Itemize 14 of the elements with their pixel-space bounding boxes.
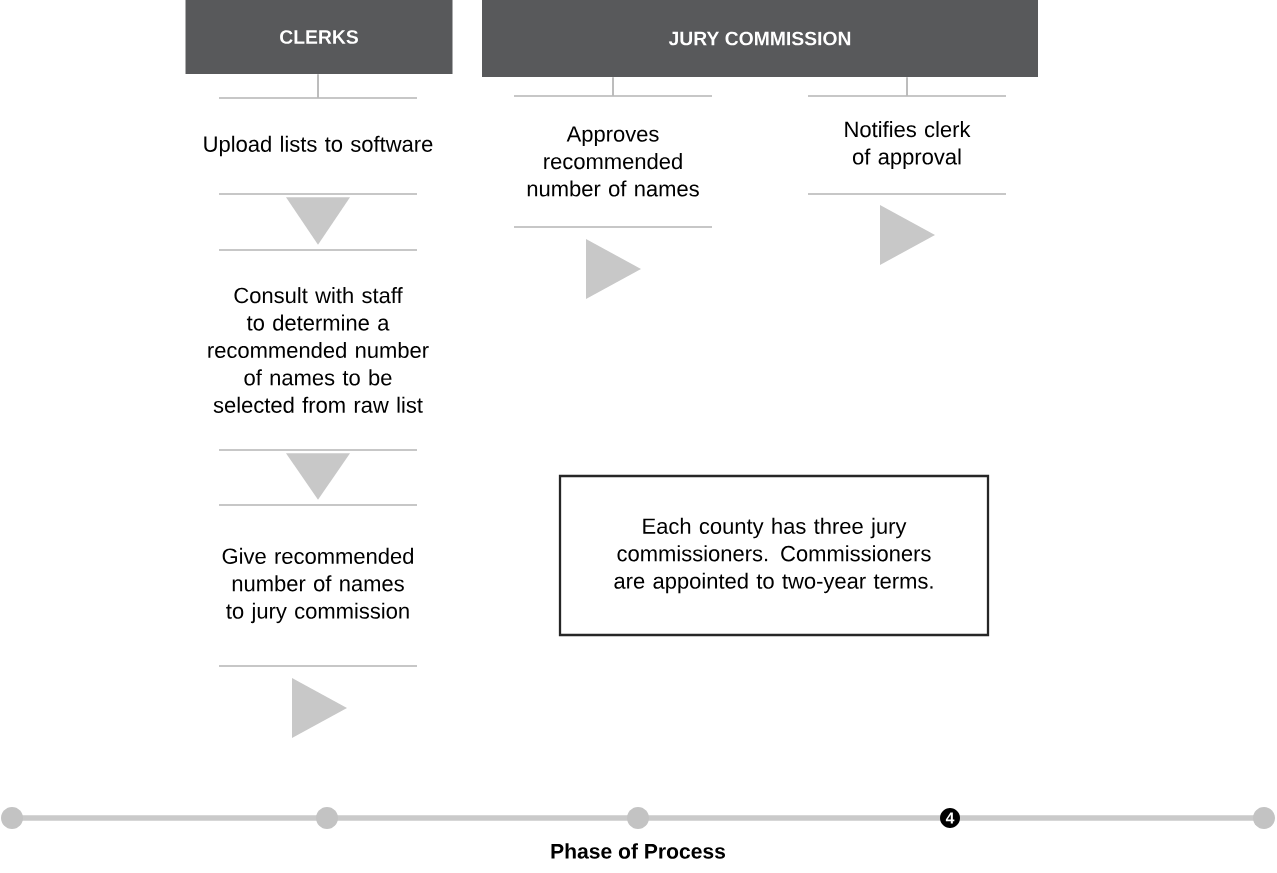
arrow: [286, 453, 350, 500]
axis-title: Phase of Process: [551, 843, 725, 859]
connector-line: [906, 76, 908, 97]
lane-header: JURY COMMISSION: [482, 0, 1038, 77]
note-box: Each county has three jury commissioners. Commissioners are appointed to two-year terms.: [558, 474, 990, 637]
connector-line: [612, 76, 614, 97]
step-text: Consult with staff to determine a recommended number of names to be selected from raw list: [208, 287, 429, 413]
step-text: Approves recommended number of names: [527, 126, 699, 197]
arrow: [286, 197, 350, 245]
step-text: Give recommended number of names to jury commission: [222, 547, 413, 624]
connector-line: [317, 73, 319, 99]
lane-header: CLERKS: [185, 0, 453, 74]
step-text: Notifies clerk of approval: [845, 121, 971, 169]
step-text: Upload lists to software: [204, 135, 433, 157]
